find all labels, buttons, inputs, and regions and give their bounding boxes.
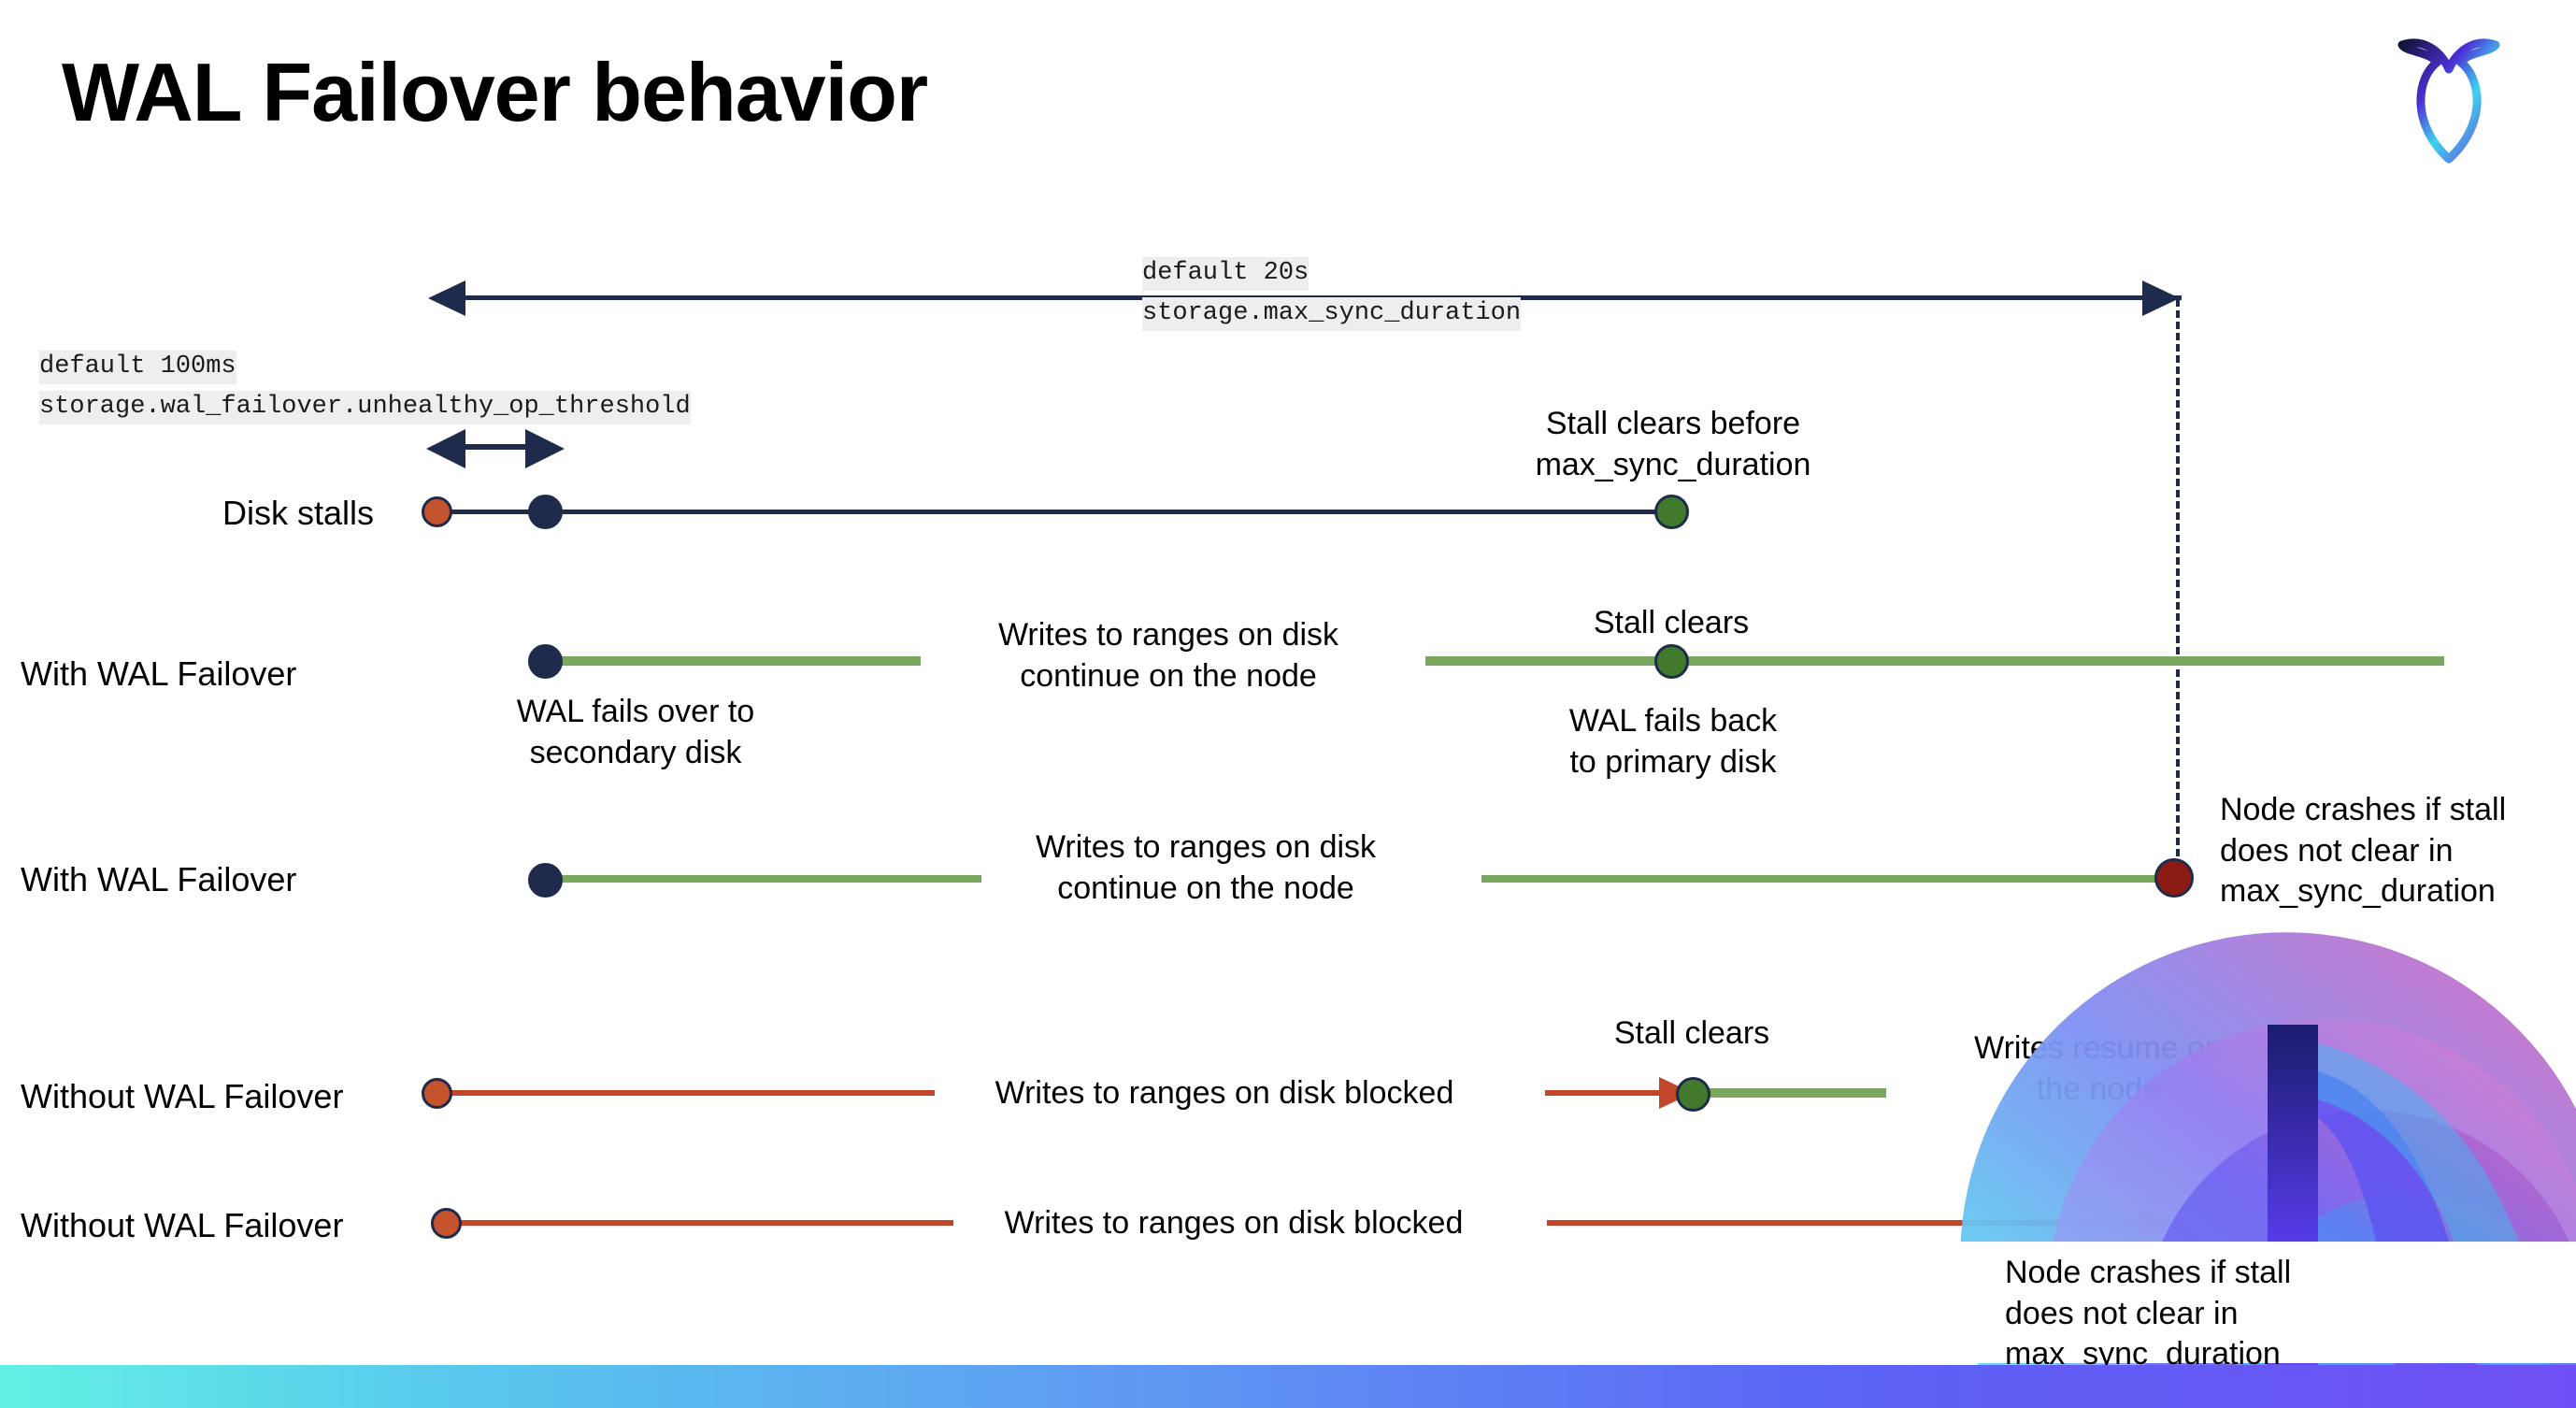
- unhealthy-threshold-setting-label: storage.wal_failover.unhealthy_op_thresh…: [39, 391, 691, 424]
- row-label-without-wal-failover-2: Without WAL Failover: [21, 1206, 344, 1244]
- row4-stall-start-dot: [422, 1078, 452, 1109]
- row1-stall-clears-dot: [1654, 495, 1689, 529]
- row5-note-writes-blocked: Writes to ranges on disk blocked: [1004, 1205, 1464, 1241]
- row2-note-stall-clears: Stall clears: [1593, 605, 1750, 640]
- row-label-with-wal-failover-1: With WAL Failover: [21, 654, 297, 693]
- max-sync-default-label: default 20s: [1142, 257, 1309, 291]
- threshold-arrow-right-head: [525, 429, 565, 468]
- max-sync-dashed-guideline: [2176, 299, 2180, 879]
- row5-timeline-blocked-left: [449, 1220, 953, 1226]
- unhealthy-threshold-default-label: default 100ms: [39, 351, 236, 384]
- crash-caption-panel: [1818, 1242, 2576, 1363]
- row1-stall-start-dot: [422, 496, 452, 527]
- row2-timeline-segment-right: [1425, 656, 2444, 666]
- row5-timeline-blocked-right: [1547, 1220, 2154, 1226]
- row2-note-wal-fails-back: WAL fails back to primary disk: [1568, 703, 1778, 780]
- row2-stall-clears-dot: [1654, 644, 1689, 679]
- row1-timeline: [439, 510, 1682, 514]
- row4-timeline-resume: [1703, 1088, 1886, 1098]
- row2-failover-dot: [528, 644, 563, 679]
- cockroachdb-logo-icon: [2393, 28, 2505, 168]
- row3-note-writes-continue: Writes to ranges on disk continue on the…: [1035, 829, 1377, 906]
- max-sync-arrow-left-head: [428, 280, 465, 316]
- row3-failover-dot: [528, 863, 563, 898]
- row4-note-writes-blocked: Writes to ranges on disk blocked: [995, 1075, 1454, 1111]
- threshold-arrow-left-head: [426, 429, 465, 468]
- page-title: WAL Failover behavior: [62, 46, 928, 138]
- row4-note-stall-clears: Stall clears: [1613, 1015, 1770, 1051]
- row3-timeline-segment-left: [542, 875, 981, 883]
- max-sync-setting-label: storage.max_sync_duration: [1142, 297, 1522, 331]
- row5-stall-start-dot: [431, 1208, 462, 1239]
- row2-note-wal-fails-over: WAL fails over to secondary disk: [516, 694, 755, 770]
- row3-timeline-segment-right: [1481, 875, 2178, 883]
- row4-timeline-blocked-right: [1545, 1090, 1667, 1096]
- row2-timeline-segment-left: [542, 656, 921, 666]
- max-sync-arrow-right-head: [2142, 280, 2180, 316]
- row4-timeline-blocked-left: [449, 1090, 935, 1096]
- row3-node-crash-dot: [2154, 858, 2194, 898]
- row3-note-node-crashes: Node crashes if stall does not clear in …: [2220, 792, 2507, 910]
- row-label-disk-stalls: Disk stalls: [222, 494, 375, 532]
- row-label-without-wal-failover-1: Without WAL Failover: [21, 1077, 344, 1115]
- row-label-with-wal-failover-2: With WAL Failover: [21, 860, 297, 898]
- row5-note-node-crashes: Node crashes if stall does not clear in …: [2005, 1255, 2292, 1372]
- bottom-gradient-bar: [0, 1365, 2576, 1408]
- row2-note-writes-continue: Writes to ranges on disk continue on the…: [997, 617, 1339, 694]
- row1-note-stall-clears-before: Stall clears before max_sync_duration: [1535, 406, 1811, 482]
- row4-stall-clears-dot: [1676, 1077, 1710, 1112]
- row1-failover-dot: [528, 495, 563, 529]
- threshold-arrow-shaft: [462, 444, 527, 450]
